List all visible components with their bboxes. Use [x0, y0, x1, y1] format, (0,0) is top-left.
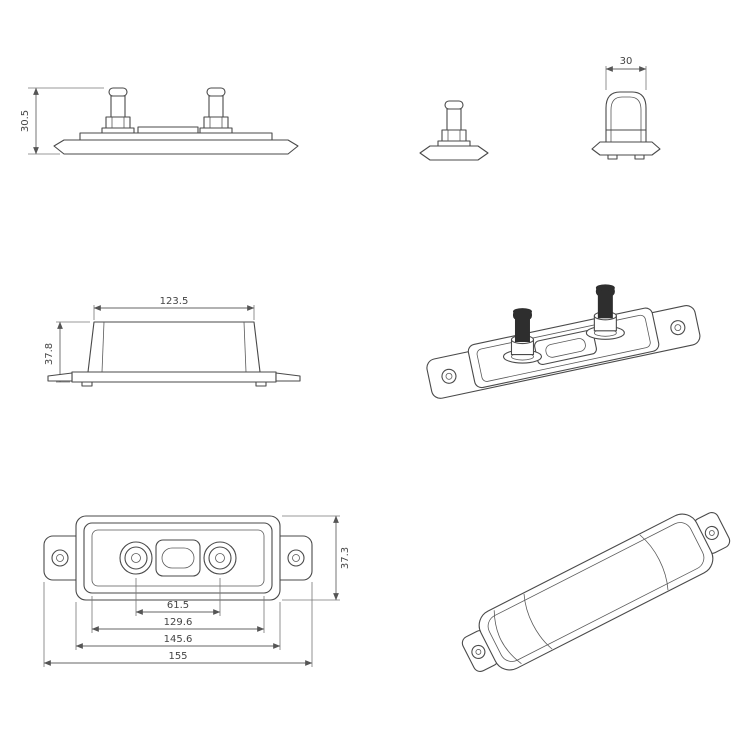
terminal-bolt: [437, 100, 471, 147]
foot: [255, 381, 267, 387]
housing-inner-contour: [610, 96, 642, 142]
flange-right: [275, 372, 301, 382]
fuse-slot: [545, 338, 586, 358]
dim-overall-width: 155: [168, 651, 187, 662]
holder-inner: [476, 314, 651, 382]
dim-body-width-group: 145.6: [75, 602, 281, 650]
closed-case-body: [478, 513, 714, 671]
dim-body-width: 145.6: [164, 634, 193, 645]
cover-outline: [83, 522, 273, 594]
draft-line: [101, 321, 105, 373]
dim-side-height: 30.5: [20, 110, 31, 132]
mounting-hole: [445, 372, 453, 380]
cover-inner-outline: [91, 529, 265, 587]
top-view: 61.5 129.6 145.6 155 37.3: [43, 515, 351, 667]
dim-front-width: 123.5: [160, 296, 189, 307]
mounting-hole: [670, 320, 686, 336]
end-view: 30: [591, 56, 661, 160]
mounting-hole: [56, 554, 64, 562]
shoulder-contour: [639, 534, 669, 591]
dim-overall-width-group: 155: [43, 582, 313, 667]
closed-case-top-face: [487, 522, 705, 662]
end-dome-contour: [493, 610, 522, 664]
dim-inner-width: 129.6: [164, 617, 193, 628]
mounting-hole: [287, 549, 305, 567]
terminal-top: [119, 541, 153, 575]
holder-base: [79, 132, 273, 141]
terminal-bolt: [101, 87, 135, 134]
mounting-hole: [441, 368, 457, 384]
mounting-hole: [475, 649, 482, 655]
terminal-top: [203, 541, 237, 575]
foot: [607, 154, 618, 160]
foot: [634, 154, 645, 160]
dim-terminal-spacing: 61.5: [167, 600, 189, 611]
terminal-bolt: [199, 87, 233, 134]
mounting-hole: [292, 554, 300, 562]
dim-top-depth: 37.3: [340, 547, 351, 569]
fuse-slot: [161, 547, 195, 569]
mounting-hole: [708, 530, 715, 536]
dim-top-depth-group: 37.3: [282, 515, 351, 601]
terminal-bolt: [502, 308, 543, 364]
dim-front-height: 37.8: [44, 343, 55, 365]
shoulder-contour: [523, 593, 553, 650]
foot: [81, 381, 93, 387]
mounting-hole: [471, 644, 486, 659]
dim-side-height-group: 30.5: [20, 87, 104, 155]
draft-line: [243, 321, 247, 373]
side-view: 30.5: [20, 87, 299, 155]
terminal-detail-view: [419, 100, 489, 161]
front-view: 123.5 37.8: [44, 296, 301, 387]
dim-terminal-spacing-group: 61.5: [135, 578, 221, 616]
terminal-bolt: [585, 284, 625, 340]
mounting-plate-end: [591, 141, 661, 156]
mounting-hole: [704, 525, 719, 541]
housing-end: [605, 91, 647, 143]
dim-front-height-group: 37.8: [44, 321, 90, 383]
dim-end-width-group: 30: [605, 56, 647, 90]
dim-end-width: 30: [620, 56, 633, 67]
dim-inner-width-group: 129.6: [91, 596, 265, 633]
isometric-closed-view: [461, 512, 731, 672]
cover-ridge: [137, 126, 199, 134]
mounting-hole: [51, 549, 69, 567]
terminal-base: [419, 145, 489, 161]
mounting-plate: [53, 139, 299, 155]
fuse-window: [155, 539, 201, 577]
housing-front: [87, 321, 261, 373]
flange-left: [47, 372, 73, 382]
dim-front-width-group: 123.5: [93, 296, 255, 320]
mounting-hole: [674, 324, 682, 332]
base-plate-front: [71, 371, 277, 383]
isometric-open-view: [426, 284, 701, 399]
